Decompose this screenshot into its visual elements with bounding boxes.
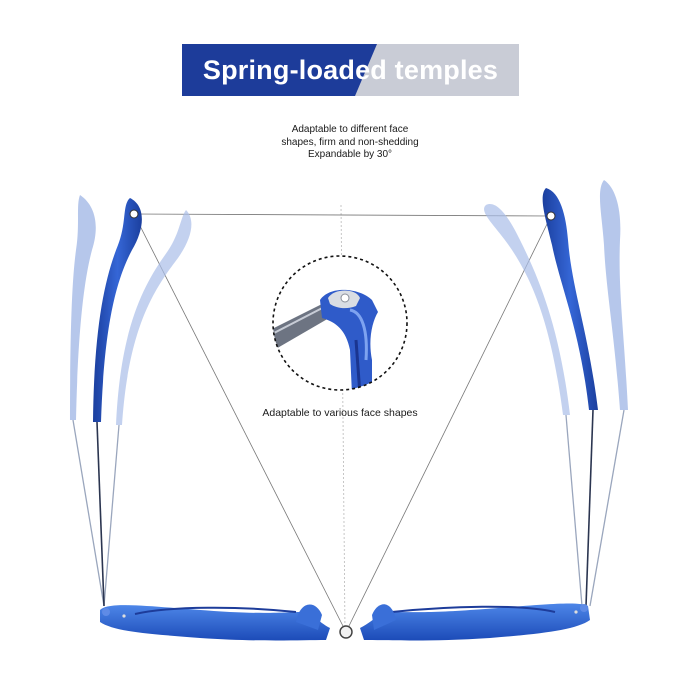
right-temple-ghost-inner (484, 204, 583, 607)
bridge-screw (339, 625, 353, 639)
caption-line-2: shapes, firm and non-shedding (281, 136, 419, 148)
banner-title: Spring-loaded temples (202, 55, 499, 85)
right-temple-ghost-outer (589, 180, 628, 607)
front-frame (100, 603, 590, 641)
right-temple (542, 188, 598, 607)
zoom-caption: Adaptable to various face shapes (262, 407, 418, 419)
caption-line-1: Adaptable to different face (291, 124, 409, 135)
left-temple-ghost-outer (70, 195, 105, 607)
caption-line-3: Expandable by 30° (307, 149, 393, 160)
right-hinge-dot (546, 211, 556, 221)
left-temple-ghost-inner (103, 210, 192, 607)
hinge-zoom-inset (272, 255, 408, 391)
banner-background (182, 44, 519, 96)
left-hinge-dot (129, 209, 139, 219)
title-banner: Spring-loaded temples (182, 44, 519, 96)
center-guide-line (340, 204, 346, 631)
feature-caption: Adaptable to different face shapes, firm… (225, 124, 475, 162)
guide-lines (133, 213, 552, 633)
left-temple (93, 198, 142, 607)
